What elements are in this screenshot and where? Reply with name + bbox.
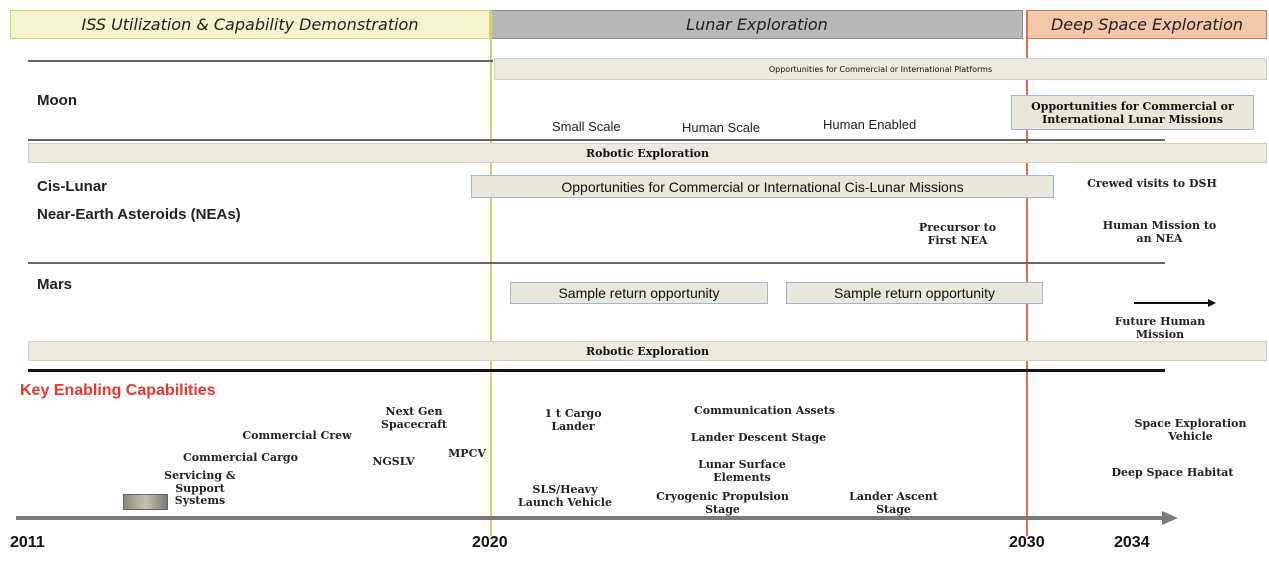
crewed-visits-dsh: Crewed visits to DSH (1087, 177, 1217, 190)
robotic-exploration-band-1: Robotic Exploration (28, 143, 1267, 163)
cap-mpcv: MPCV (448, 447, 486, 460)
row-label-mars: Mars (37, 276, 73, 293)
capabilities-heading: Key Enabling Capabilities (20, 382, 216, 399)
platforms-band: Opportunities for Commercial or Internat… (494, 58, 1267, 80)
cap-ngslv: NGSLV (372, 455, 415, 468)
cap-servicing-support: Servicing & Support Systems (164, 469, 236, 508)
phase-header-iss: ISS Utilization & Capability Demonstrati… (10, 10, 490, 39)
future-mission-arrow-icon (1134, 299, 1216, 307)
cap-communication-assets: Communication Assets (694, 404, 835, 417)
divider-2020 (490, 10, 492, 536)
moon-small-scale: Small Scale (552, 119, 621, 134)
cap-cargo-lander: 1 t Cargo Lander (544, 407, 602, 433)
year-2030: 2030 (1009, 534, 1045, 551)
moon-human-scale: Human Scale (682, 120, 761, 135)
year-2034: 2034 (1114, 534, 1150, 551)
servicing-thumbnail (123, 494, 168, 510)
cis-lunar-missions-box: Opportunities for Commercial or Internat… (471, 175, 1054, 198)
cap-lander-ascent: Lander Ascent Stage (849, 490, 938, 516)
timeline-arrow-icon (16, 511, 1178, 525)
cap-sls-heavy: SLS/Heavy Launch Vehicle (518, 483, 612, 509)
phase-header-deep-space: Deep Space Exploration (1027, 10, 1267, 39)
lunar-missions-box: Opportunities for Commercial or Internat… (1011, 95, 1254, 130)
cap-commercial-cargo: Commercial Cargo (183, 451, 298, 464)
row-label-moon: Moon (37, 92, 77, 109)
moon-human-enabled: Human Enabled (823, 117, 917, 132)
cap-deep-space-habitat: Deep Space Habitat (1111, 466, 1234, 479)
robotic-exploration-band-2: Robotic Exploration (28, 341, 1267, 361)
sample-return-box-1: Sample return opportunity (510, 282, 768, 304)
sample-return-box-2: Sample return opportunity (786, 282, 1043, 304)
cap-cryogenic-propulsion: Cryogenic Propulsion Stage (656, 490, 789, 516)
cap-next-gen-spacecraft: Next Gen Spacecraft (381, 405, 447, 431)
separator-moon (28, 139, 1165, 141)
future-human-mission: Future Human Mission (1114, 315, 1206, 341)
year-2020: 2020 (472, 534, 508, 551)
cap-lunar-surface: Lunar Surface Elements (698, 458, 786, 484)
separator-top (28, 60, 493, 62)
phase-header-lunar: Lunar Exploration (491, 10, 1023, 39)
cap-space-exploration-vehicle: Space Exploration Vehicle (1134, 417, 1247, 443)
separator-nea (28, 262, 1165, 264)
year-2011: 2011 (10, 534, 45, 551)
nea-human-mission: Human Mission to an NEA (1102, 219, 1217, 245)
row-label-nea: Near-Earth Asteroids (NEAs) (37, 206, 241, 223)
divider-2030 (1026, 10, 1028, 536)
nea-precursor: Precursor to First NEA (918, 221, 997, 247)
separator-capabilities (28, 369, 1165, 372)
cap-lander-descent: Lander Descent Stage (690, 431, 827, 444)
row-label-cis-lunar: Cis-Lunar (37, 178, 108, 195)
cap-commercial-crew: Commercial Crew (242, 429, 352, 442)
